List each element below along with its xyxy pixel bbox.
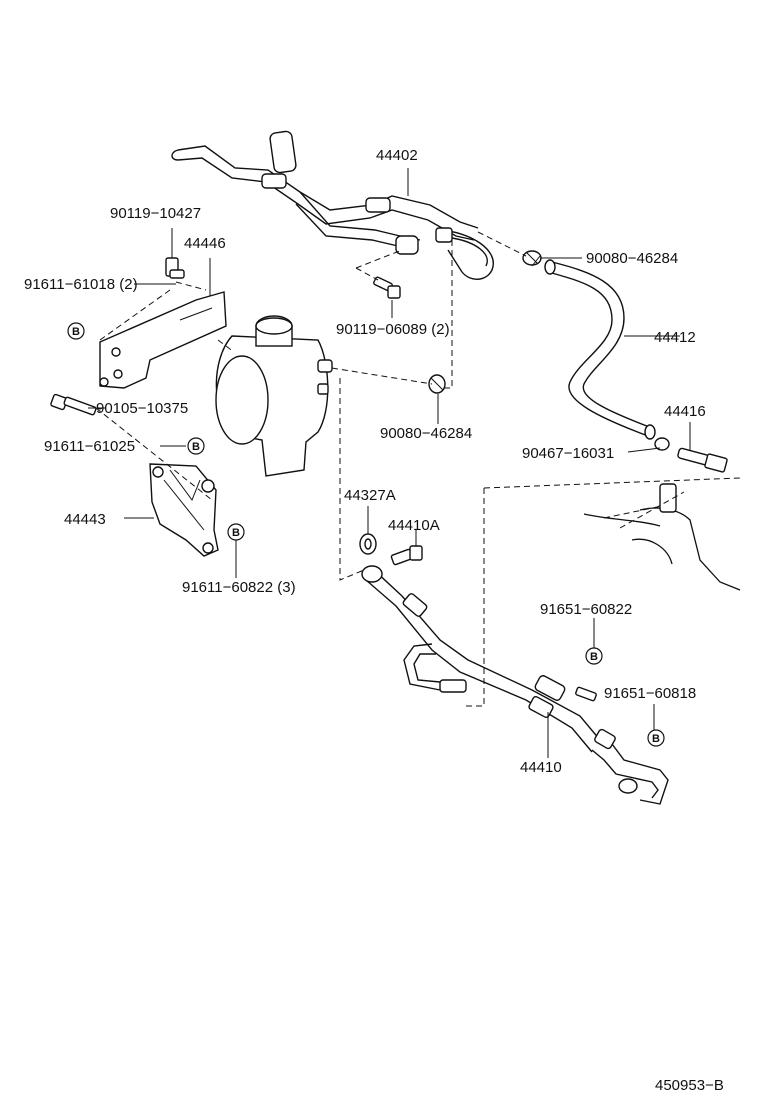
label-91611-61025: 91611−61025	[44, 438, 135, 455]
vane-pump	[215, 315, 333, 477]
bolt-44410a	[390, 545, 423, 566]
svg-text:B: B	[652, 733, 660, 745]
figure-id: 450953−B	[655, 1077, 724, 1094]
clamp-90080-46284-top	[522, 250, 542, 267]
union-bolt-44416	[677, 447, 728, 473]
svg-text:B: B	[232, 527, 240, 539]
label-91611-61018: 91611−61018 (2)	[24, 276, 138, 293]
clip-44327a	[359, 533, 377, 555]
bracket-44443	[149, 463, 219, 557]
return-hose-44412	[544, 259, 656, 440]
label-44412: 44412	[654, 329, 696, 346]
assembly-lines	[95, 231, 685, 707]
label-91651-60822: 91651−60822	[540, 601, 632, 618]
svg-text:B: B	[192, 441, 200, 453]
part-labels: 44402 90119−10427 44446 91611−61018 (2) …	[24, 147, 706, 776]
clamp-90467-16031	[654, 437, 670, 451]
label-90080-46284-top: 90080−46284	[586, 250, 678, 267]
clamp-90080-46284-mid	[428, 374, 446, 394]
label-44443: 44443	[64, 511, 106, 528]
pressure-tube-44410	[361, 565, 669, 805]
bolt-90105-10375	[50, 393, 97, 416]
label-90467-16031: 90467−16031	[522, 445, 614, 462]
badge-b-3: B	[227, 523, 245, 541]
label-44410a: 44410A	[388, 517, 440, 534]
svg-text:B: B	[72, 326, 80, 338]
label-44402: 44402	[376, 147, 418, 164]
label-91651-60818: 91651−60818	[604, 685, 696, 702]
label-90119-10427: 90119−10427	[110, 205, 201, 222]
label-91611-60822: 91611−60822 (3)	[182, 579, 296, 596]
label-44416: 44416	[664, 403, 706, 420]
pressure-tube-44402	[171, 130, 494, 280]
label-90119-06089: 90119−06089 (2)	[336, 321, 450, 338]
label-44327a: 44327A	[344, 487, 396, 504]
badge-b-4: B	[585, 647, 603, 665]
label-44410: 44410	[520, 759, 562, 776]
svg-text:B: B	[590, 651, 598, 663]
bolt-90119-06089	[373, 276, 401, 299]
leader-lines	[88, 168, 691, 758]
bracket-44446	[99, 291, 227, 389]
badge-b-1: B	[67, 322, 85, 340]
badge-b-2: B	[187, 437, 205, 455]
steering-gear	[483, 477, 741, 591]
label-90105-10375: 90105−10375	[96, 400, 188, 417]
label-90080-46284-mid: 90080−46284	[380, 425, 472, 442]
label-44446: 44446	[184, 235, 226, 252]
badge-b-5: B	[647, 729, 665, 747]
bolt-90119-10427	[165, 257, 185, 279]
